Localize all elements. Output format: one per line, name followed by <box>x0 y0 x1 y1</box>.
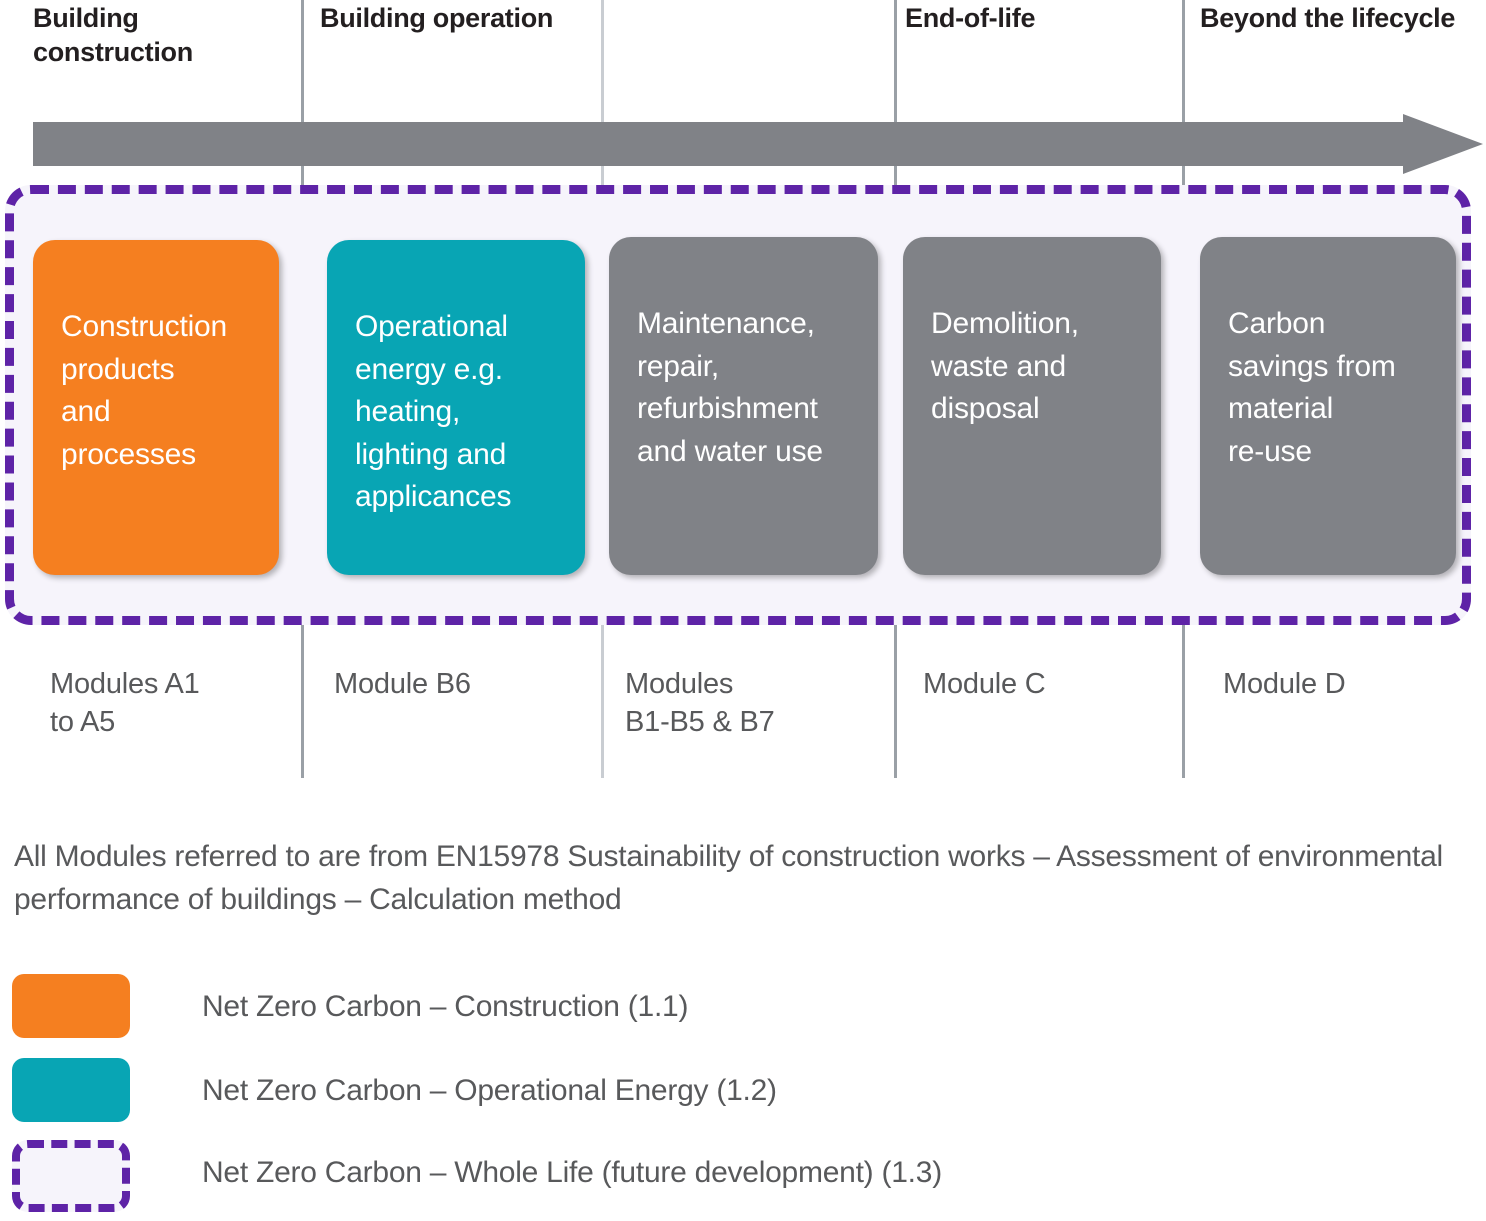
legend-label-net-zero-operational-energy: Net Zero Carbon – Operational Energy (1.… <box>202 1074 777 1107</box>
legend-swatch-dashed-purple <box>12 1140 130 1212</box>
right-arrow-icon <box>33 114 1483 174</box>
stage-card-maintenance-repair: Maintenance, repair, refurbishment and w… <box>609 237 878 575</box>
legend-swatch-orange <box>12 974 130 1038</box>
legend-item-net-zero-operational-energy: Net Zero Carbon – Operational Energy (1.… <box>12 1058 912 1122</box>
timeline-arrow <box>33 114 1483 174</box>
stage-card-carbon-savings: Carbon savings from material re-use <box>1200 237 1456 575</box>
module-label-a1-a5: Modules A1 to A5 <box>50 668 200 738</box>
module-label-d: Module D <box>1223 668 1346 700</box>
stage-card-operational-energy: Operational energy e.g. heating, lightin… <box>327 240 585 575</box>
legend-label-net-zero-construction: Net Zero Carbon – Construction (1.1) <box>202 990 689 1023</box>
stage-card-demolition-waste: Demolition, waste and disposal <box>903 237 1161 575</box>
legend-swatch-teal <box>12 1058 130 1122</box>
phase-header-end-of-life: End-of-life <box>905 3 1036 33</box>
phase-header-building-operation: Building operation <box>320 3 554 33</box>
module-label-b1-b5-b7: Modules B1-B5 & B7 <box>625 668 775 738</box>
legend-item-net-zero-construction: Net Zero Carbon – Construction (1.1) <box>12 974 912 1038</box>
phase-header-building-construction: Building construction <box>33 3 193 67</box>
legend-item-net-zero-whole-life: Net Zero Carbon – Whole Life (future dev… <box>12 1140 1312 1212</box>
source-footnote: All Modules referred to are from EN15978… <box>14 840 1443 916</box>
phase-header-beyond-the-lifecycle: Beyond the lifecycle <box>1200 3 1456 33</box>
stage-card-construction-products: Construction products and processes <box>33 240 279 575</box>
legend-label-net-zero-whole-life: Net Zero Carbon – Whole Life (future dev… <box>202 1156 942 1189</box>
module-label-b6: Module B6 <box>334 668 471 700</box>
module-label-c: Module C <box>923 668 1046 700</box>
